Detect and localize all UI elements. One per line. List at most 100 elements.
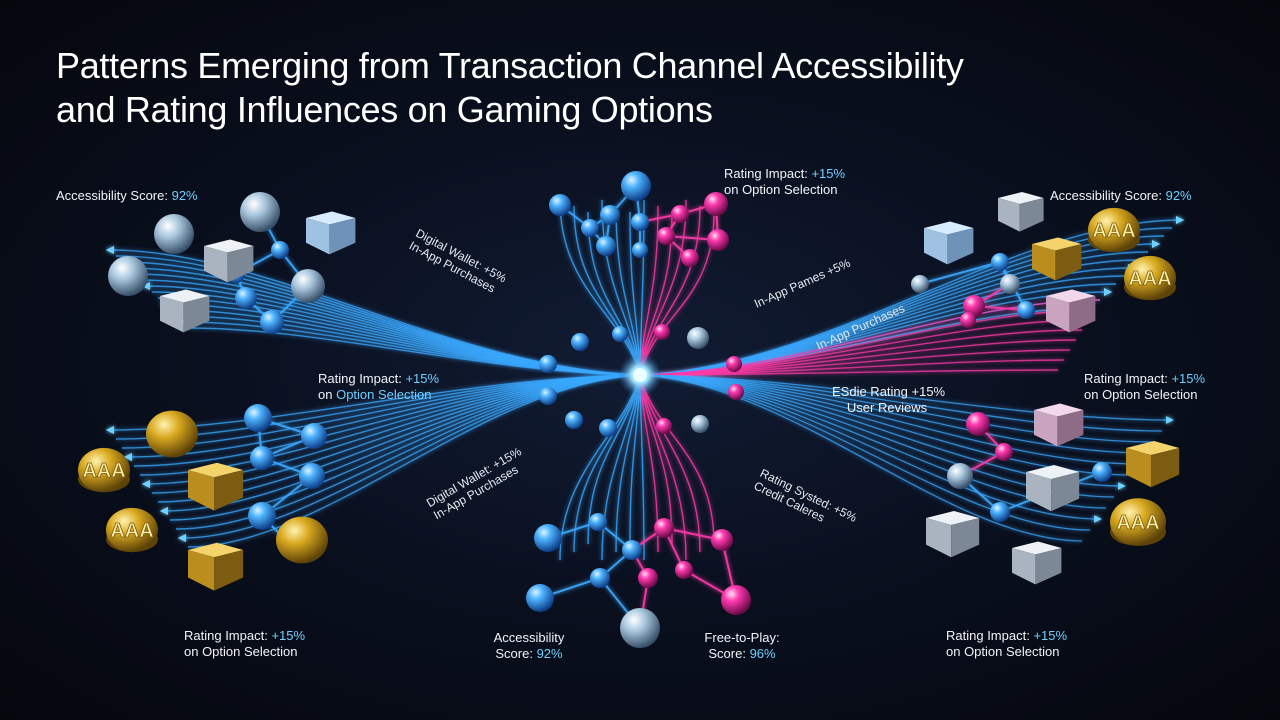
hub-node bbox=[728, 384, 744, 400]
top-graph-node bbox=[600, 205, 620, 225]
silver-cube bbox=[1035, 548, 1062, 585]
aaa-badge bbox=[1110, 498, 1166, 546]
bottom-graph-node bbox=[622, 540, 642, 560]
rating-impact-label-mid-right: Rating Impact: +15% on Option Selection bbox=[1084, 371, 1206, 402]
accessibility-label-bottom-center: Accessibility Score: 92% bbox=[493, 630, 565, 661]
rating-impact-label-bottom-left: Rating Impact: +15% on Option Selection bbox=[184, 628, 306, 659]
top-graph-node bbox=[631, 213, 649, 231]
left-bottom-graph-node bbox=[299, 463, 325, 489]
flow-line bbox=[151, 291, 641, 376]
silver-cube bbox=[1026, 472, 1052, 512]
gold-cube bbox=[188, 550, 215, 591]
top-graph-node bbox=[707, 229, 729, 251]
silver-cube bbox=[998, 192, 1044, 204]
right-bottom-graph-node bbox=[995, 443, 1013, 461]
hub-node bbox=[539, 355, 557, 373]
flow-line bbox=[157, 297, 641, 376]
bottom-graph-node bbox=[590, 568, 610, 588]
pink-cube bbox=[1034, 403, 1084, 417]
silver-cube bbox=[1051, 472, 1080, 512]
bottom-graph-node bbox=[638, 568, 658, 588]
core-node bbox=[633, 368, 647, 382]
flow-line bbox=[175, 374, 641, 530]
right-top-graph-node bbox=[960, 312, 976, 328]
left-top-graph-node bbox=[108, 256, 148, 296]
flow-line bbox=[187, 374, 641, 548]
silver-cube bbox=[306, 218, 330, 255]
gold-cube bbox=[188, 462, 244, 478]
right-top-graph-edge bbox=[919, 261, 1001, 285]
aaa-badge-label: AAA bbox=[1116, 512, 1159, 534]
flow-line bbox=[601, 374, 641, 561]
pink-cube bbox=[1034, 410, 1058, 447]
flow-line bbox=[177, 374, 641, 543]
aaa-badge-label: AAA bbox=[1092, 220, 1135, 242]
flow-line bbox=[615, 205, 641, 376]
silver-cube bbox=[947, 228, 974, 265]
silver-cube bbox=[1012, 548, 1036, 585]
left-top-graph-node bbox=[154, 214, 194, 254]
bottom-graph-node bbox=[526, 584, 554, 612]
aaa-badge-label: AAA bbox=[1128, 268, 1171, 290]
silver-cube bbox=[160, 289, 210, 303]
free-to-play-label: Free-to-Play: Score: 96% bbox=[704, 630, 780, 661]
flow-line bbox=[133, 273, 641, 376]
hub-node bbox=[565, 411, 583, 429]
rating-impact-label-mid-left: Rating Impact: +15% on Option Selection bbox=[318, 371, 440, 402]
accessibility-label-top-right: Accessibility Score: 92% bbox=[1050, 188, 1192, 203]
bottom-graph-node bbox=[675, 561, 693, 579]
rating-impact-label-bottom-right: Rating Impact: +15% on Option Selection bbox=[946, 628, 1068, 659]
right-bottom-graph-node bbox=[966, 412, 990, 436]
left-top-graph-node bbox=[271, 241, 289, 259]
silver-cube bbox=[329, 218, 356, 255]
pink-cube bbox=[1057, 410, 1084, 447]
flow-line bbox=[615, 374, 641, 553]
left-bottom-graph-node bbox=[250, 446, 274, 470]
silver-cube bbox=[924, 221, 974, 235]
silver-cube bbox=[926, 518, 952, 558]
right-top-graph-node bbox=[991, 253, 1009, 271]
left-top-graph-node bbox=[291, 269, 325, 303]
gold-cube bbox=[1151, 448, 1180, 488]
pink-cube bbox=[1046, 296, 1070, 333]
flow-line bbox=[139, 279, 641, 376]
top-graph-node bbox=[671, 205, 689, 223]
hub-node bbox=[654, 324, 670, 340]
flow-line bbox=[639, 374, 1155, 443]
silver-cube bbox=[998, 198, 1020, 232]
flow-line bbox=[559, 374, 641, 561]
aaa-badge bbox=[1124, 255, 1176, 301]
aaa-badge bbox=[78, 447, 130, 493]
bottom-graph-node bbox=[534, 524, 562, 552]
left-top-graph-node bbox=[240, 192, 280, 232]
gold-cube bbox=[1032, 244, 1056, 281]
left-top-graph-node bbox=[235, 287, 257, 309]
hub-node bbox=[656, 418, 672, 434]
flow-line bbox=[639, 374, 1091, 531]
flow-line bbox=[169, 374, 641, 521]
silver-cube bbox=[951, 518, 980, 558]
flow-line bbox=[123, 374, 641, 462]
bottom-graph-node bbox=[589, 513, 607, 531]
flow-line bbox=[639, 369, 1059, 376]
silver-cube bbox=[924, 228, 948, 265]
flow-line bbox=[133, 374, 641, 467]
top-graph-node bbox=[621, 171, 651, 201]
gold-dome bbox=[276, 516, 328, 564]
hub-node bbox=[612, 326, 628, 342]
right-bottom-graph-node bbox=[947, 463, 973, 489]
flow-line bbox=[141, 281, 641, 376]
flow-line bbox=[187, 327, 641, 376]
top-graph-node bbox=[581, 219, 599, 237]
title-line-1: Patterns Emerging from Transaction Chann… bbox=[56, 45, 964, 86]
page-title: Patterns Emerging from Transaction Chann… bbox=[56, 44, 964, 132]
top-graph-node bbox=[681, 249, 699, 267]
hub-node bbox=[687, 327, 709, 349]
gold-cube bbox=[1032, 237, 1082, 251]
left-bottom-graph-node bbox=[248, 502, 276, 530]
gold-cube bbox=[1126, 448, 1152, 488]
aaa-badge bbox=[106, 507, 158, 553]
right-top-graph-node bbox=[911, 275, 929, 293]
left-top-graph-node bbox=[260, 310, 284, 334]
